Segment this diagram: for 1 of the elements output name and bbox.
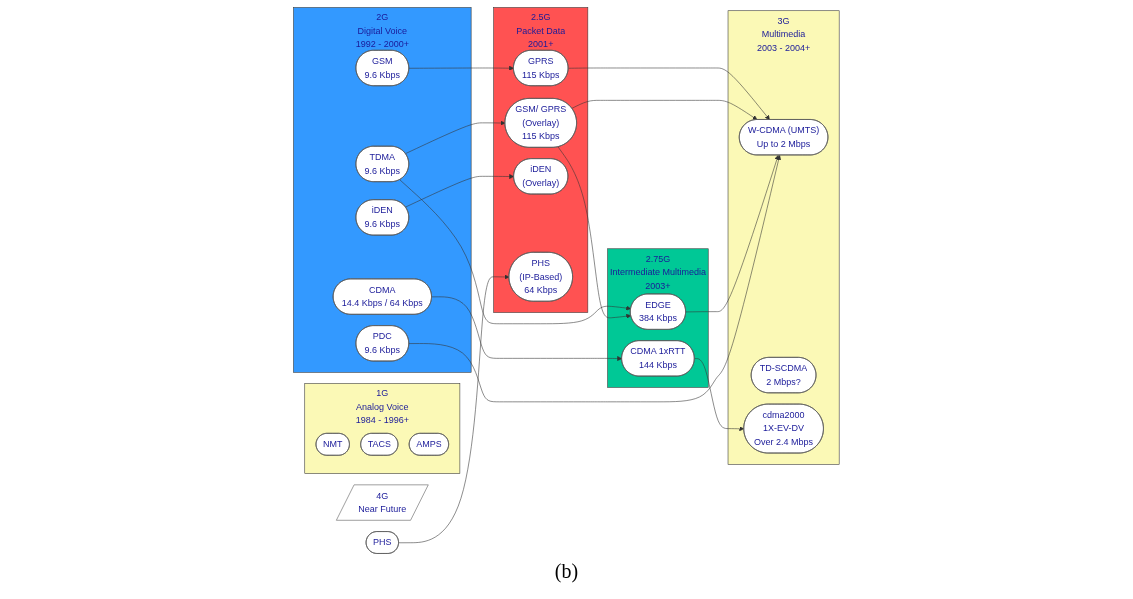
figure-caption: (b): [553, 560, 580, 583]
